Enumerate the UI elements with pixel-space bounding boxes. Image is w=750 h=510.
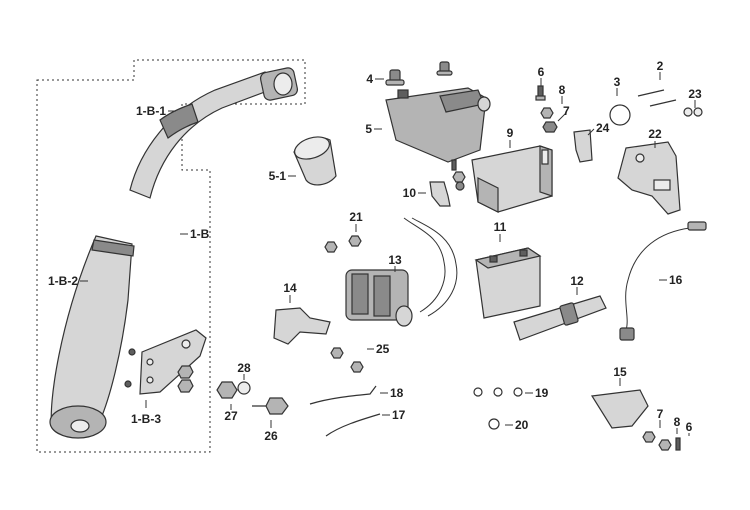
bracket-14 <box>273 307 331 345</box>
small-fasteners-9 <box>451 159 466 191</box>
label-12: 12 <box>570 274 584 288</box>
o-ring-3 <box>609 104 631 126</box>
bracket-hole-top <box>181 339 191 349</box>
label-7-bottom: 7 <box>657 407 664 421</box>
battery-tray-9 <box>471 145 553 213</box>
label-11: 11 <box>494 220 507 234</box>
label-24: 24 <box>596 121 610 135</box>
nut-7-bottom <box>642 431 656 443</box>
label-3: 3 <box>614 75 621 89</box>
label-21: 21 <box>349 210 363 224</box>
label-27: 27 <box>224 409 238 423</box>
label-8-bottom: 8 <box>674 415 681 429</box>
bracket-10 <box>429 181 451 207</box>
exhaust-group-boundary <box>36 59 306 453</box>
hose-17 <box>325 413 381 437</box>
header-pipe-band <box>159 103 199 139</box>
relay-13 <box>345 217 458 327</box>
knob-top <box>436 61 453 76</box>
label-15: 15 <box>613 365 627 379</box>
label-2: 2 <box>657 59 664 73</box>
nut-27 <box>216 381 238 399</box>
label-17: 17 <box>392 408 406 422</box>
label-14: 14 <box>283 281 297 295</box>
label-6-bottom: 6 <box>686 420 693 434</box>
cover-15 <box>590 389 649 429</box>
leader-lines <box>80 72 696 436</box>
label-5: 5 <box>365 122 372 136</box>
bracket-nut-1 <box>177 365 194 379</box>
label-6-top: 6 <box>538 65 545 79</box>
muffler-clamp <box>91 239 135 257</box>
washer-28 <box>237 381 251 395</box>
nut-25a <box>330 347 344 359</box>
label-1-B-3: 1-B-3 <box>131 412 161 426</box>
hose-clips-19 <box>473 387 523 397</box>
gasket-sleeve <box>293 136 337 186</box>
bolts-2 <box>637 89 677 107</box>
mounting-plate-22 <box>617 141 681 215</box>
muffler-outlet <box>70 419 90 433</box>
label-8-top: 8 <box>559 83 566 97</box>
label-9: 9 <box>507 126 514 140</box>
label-25: 25 <box>376 342 390 356</box>
grommet-4 <box>385 69 405 86</box>
exhaust-pipe-assembly <box>49 67 299 439</box>
label-28: 28 <box>237 361 251 375</box>
label-7-top: 7 <box>563 104 570 118</box>
header-pipe <box>129 71 271 199</box>
nut-8-bottom <box>658 439 672 451</box>
bracket-nut-2 <box>177 379 194 393</box>
label-1-B: 1-B <box>190 227 210 241</box>
label-19: 19 <box>535 386 549 400</box>
nut-8-top <box>540 107 554 119</box>
exhaust-flange-port <box>273 72 293 96</box>
side-cover-5 <box>385 87 491 163</box>
bolt-6-top <box>535 85 546 101</box>
label-4: 4 <box>366 72 373 86</box>
bolt-26 <box>252 397 289 415</box>
label-16: 16 <box>669 273 683 287</box>
label-5-1: 5-1 <box>269 169 287 183</box>
label-10: 10 <box>403 186 417 200</box>
battery-strap-12 <box>513 295 607 341</box>
label-23: 23 <box>688 87 702 101</box>
nut-7-top <box>542 121 558 133</box>
washers-23 <box>683 107 703 117</box>
label-20: 20 <box>515 418 529 432</box>
muffler-stud-lower <box>124 380 132 388</box>
muffler-body <box>50 235 133 438</box>
hose-clip-20 <box>488 418 500 430</box>
bracket-bolt-hole-b <box>146 376 154 384</box>
nut-21a <box>324 241 338 253</box>
sensor-cable-16 <box>619 221 707 341</box>
nut-21b <box>348 235 362 247</box>
battery-11 <box>474 247 542 319</box>
label-13: 13 <box>388 253 402 267</box>
label-18: 18 <box>390 386 404 400</box>
muffler-stud-upper <box>128 348 136 356</box>
label-1-B-1: 1-B-1 <box>136 104 166 118</box>
label-26: 26 <box>264 429 278 443</box>
hose-18 <box>309 385 377 405</box>
nut-25b <box>350 361 364 373</box>
label-22: 22 <box>648 127 662 141</box>
callout-labels: 1-B-1 1-B 1-B-2 1-B-3 4 5 5-1 6 8 7 9 10… <box>48 59 702 443</box>
label-1-B-2: 1-B-2 <box>48 274 78 288</box>
bracket-bolt-hole-a <box>146 358 154 366</box>
clip-24 <box>573 129 593 163</box>
bolt-6-bottom <box>675 437 681 451</box>
